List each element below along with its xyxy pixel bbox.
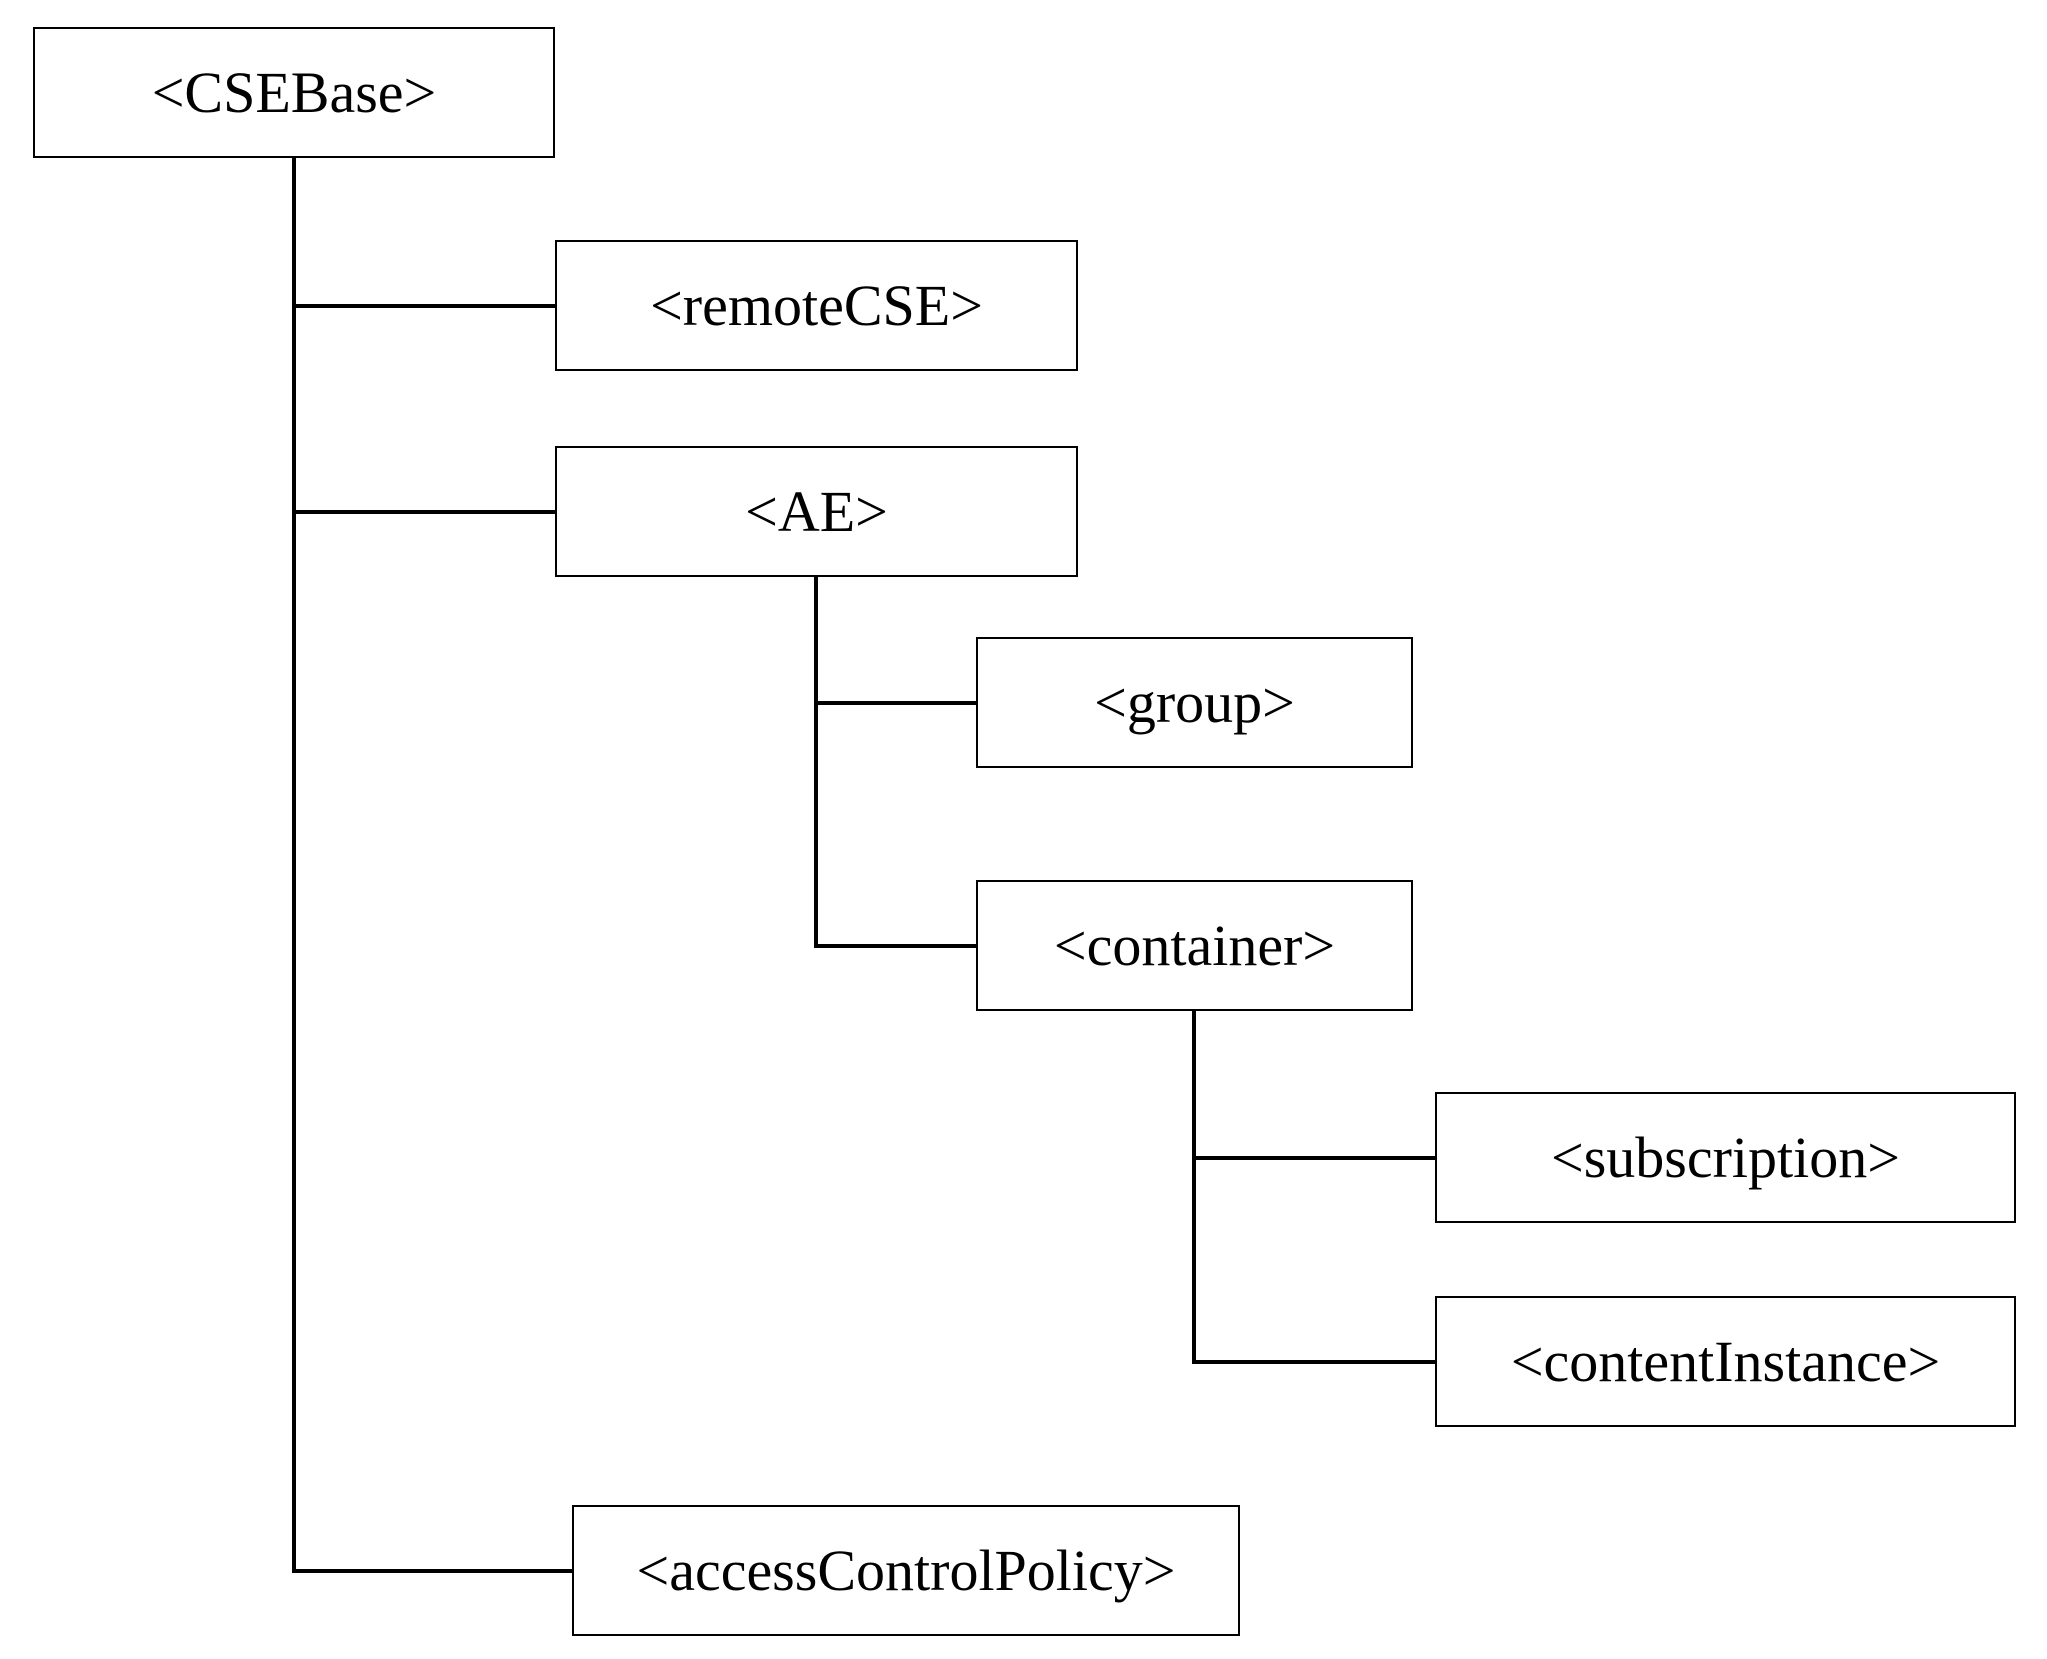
node-cse-base: <CSEBase> (33, 27, 555, 158)
node-content-instance-label: <contentInstance> (1510, 1329, 1941, 1394)
node-container-label: <container> (1053, 913, 1336, 978)
node-remote-cse: <remoteCSE> (555, 240, 1078, 371)
node-content-instance: <contentInstance> (1435, 1296, 2016, 1427)
node-ae-label: <AE> (745, 479, 888, 544)
node-access-control-policy-label: <accessControlPolicy> (636, 1538, 1176, 1603)
node-group: <group> (976, 637, 1413, 768)
node-cse-base-label: <CSEBase> (151, 60, 437, 125)
node-container: <container> (976, 880, 1413, 1011)
node-group-label: <group> (1094, 670, 1295, 735)
node-access-control-policy: <accessControlPolicy> (572, 1505, 1240, 1636)
node-remote-cse-label: <remoteCSE> (650, 273, 983, 338)
node-ae: <AE> (555, 446, 1078, 577)
node-subscription-label: <subscription> (1551, 1125, 1900, 1190)
node-subscription: <subscription> (1435, 1092, 2016, 1223)
